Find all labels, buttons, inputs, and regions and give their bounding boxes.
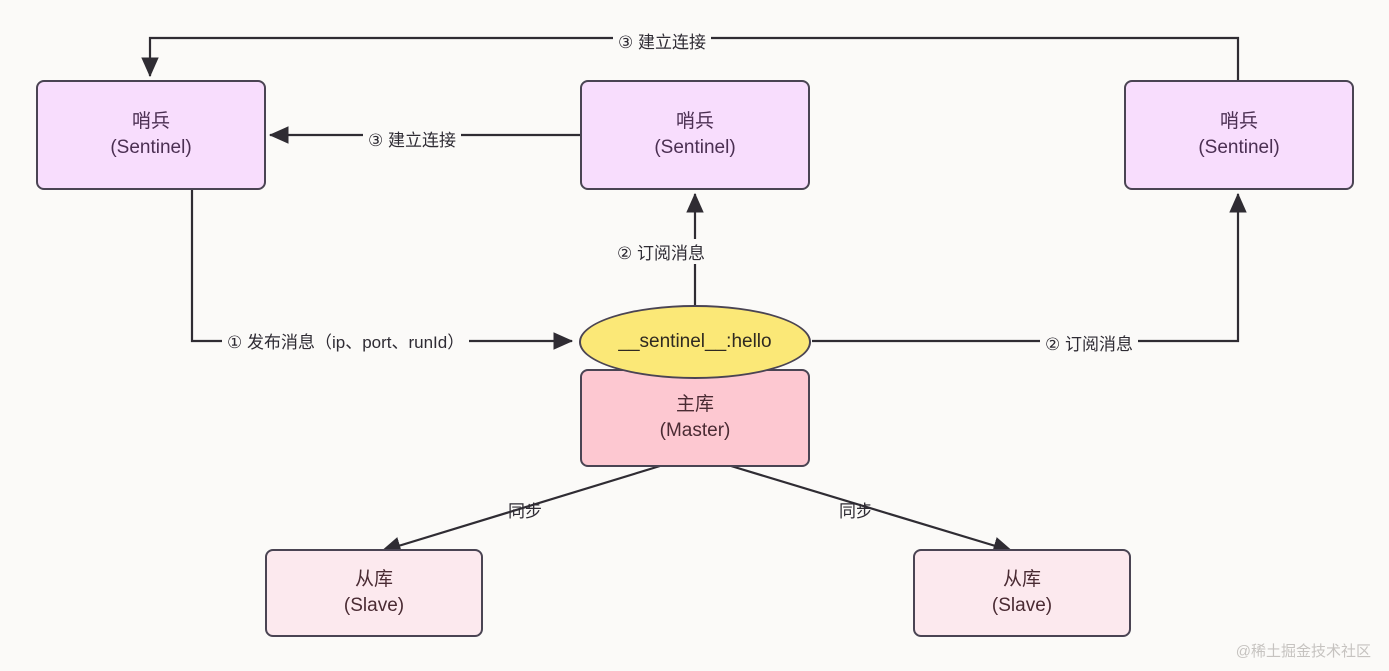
node-sentinel-left[interactable]: 哨兵 (Sentinel) <box>36 80 266 190</box>
node-master[interactable]: 主库 (Master) <box>580 369 810 467</box>
edge-subscribe-right-path <box>812 192 1247 343</box>
node-sentinel-left-line2: (Sentinel) <box>110 137 192 158</box>
edge-label-sync-left: 同步 <box>508 502 542 521</box>
edge-label-sync-right: 同步 <box>839 502 873 521</box>
edge-label-subscribe-right: ② 订阅消息 <box>1040 330 1138 355</box>
edge-label-subscribe-middle: ② 订阅消息 <box>612 239 710 264</box>
node-sentinel-middle-line2: (Sentinel) <box>654 137 736 158</box>
node-sentinel-left-line1: 哨兵 <box>131 110 170 132</box>
edge-publish-path <box>190 190 574 350</box>
node-slave-left-line1: 从库 <box>354 568 393 590</box>
node-sentinel-right-line1: 哨兵 <box>1219 110 1258 132</box>
node-sentinel-right-line2: (Sentinel) <box>1198 137 1280 158</box>
edge-label-connect-middle: ③ 建立连接 <box>363 126 461 151</box>
node-sentinel-middle[interactable]: 哨兵 (Sentinel) <box>580 80 810 190</box>
node-master-line2: (Master) <box>659 420 731 441</box>
node-slave-left[interactable]: 从库 (Slave) <box>265 549 483 637</box>
watermark: @稀土掘金技术社区 <box>1235 643 1371 660</box>
edge-label-publish: ① 发布消息（ip、port、runId） <box>222 328 470 353</box>
node-slave-right-line1: 从库 <box>1002 568 1041 590</box>
node-sentinel-right[interactable]: 哨兵 (Sentinel) <box>1124 80 1354 190</box>
node-channel-hub[interactable]: __sentinel__:hello <box>579 305 811 379</box>
node-slave-left-line2: (Slave) <box>343 595 405 616</box>
node-master-line1: 主库 <box>675 393 714 415</box>
node-slave-right-line2: (Slave) <box>991 595 1053 616</box>
node-sentinel-middle-line1: 哨兵 <box>675 110 714 132</box>
edge-label-connect-right: ③ 建立连接 <box>613 28 711 53</box>
node-channel-hub-label: __sentinel__:hello <box>618 330 772 352</box>
node-slave-right[interactable]: 从库 (Slave) <box>913 549 1131 637</box>
